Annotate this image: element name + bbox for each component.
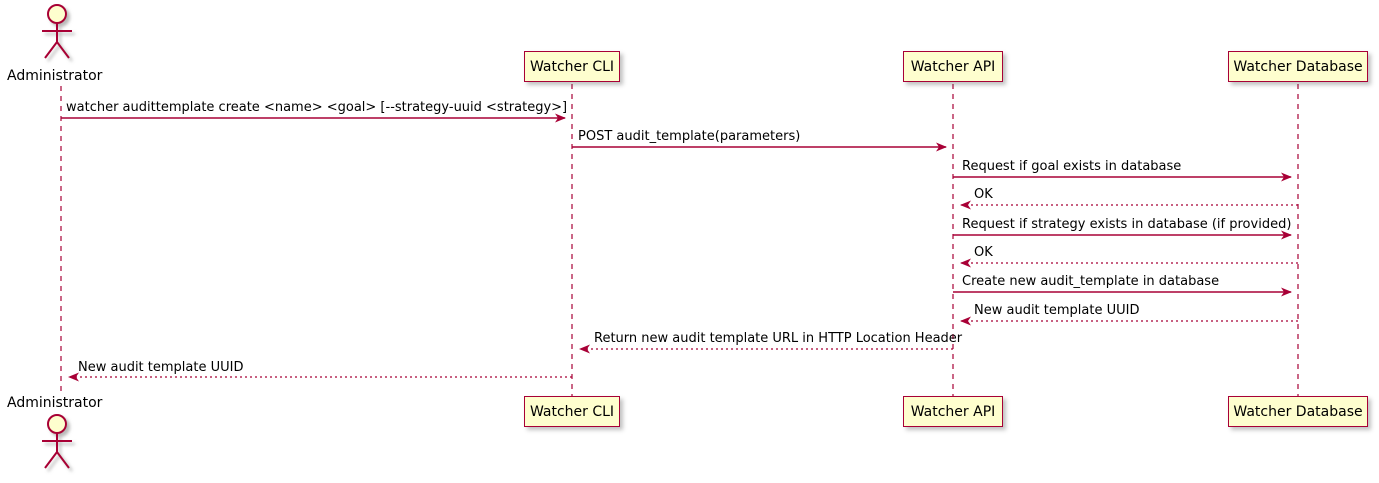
actor-administrator-bottom-icon: [42, 414, 72, 469]
message-label-2: POST audit_template(parameters): [578, 129, 801, 144]
message-label-3: Request if goal exists in database: [962, 159, 1182, 174]
message-label-10: New audit template UUID: [78, 360, 244, 375]
message-label-7: Create new audit_template in database: [962, 274, 1220, 289]
message-label-8: New audit template UUID: [974, 303, 1140, 318]
participant-box-watcher-cli-bottom[interactable]: Watcher CLI: [524, 396, 620, 427]
lifelines: [60, 84, 1299, 396]
message-label-9: Return new audit template URL in HTTP Lo…: [594, 331, 963, 346]
message-label-4: OK: [974, 187, 993, 202]
participant-box-watcher-database-top[interactable]: Watcher Database: [1228, 51, 1368, 82]
participant-box-watcher-api-bottom[interactable]: Watcher API: [903, 396, 1003, 427]
actor-administrator-top-icon: [42, 4, 72, 59]
message-arrows: [61, 113, 1298, 382]
participant-box-watcher-api-top[interactable]: Watcher API: [903, 51, 1003, 82]
message-label-6: OK: [974, 245, 993, 260]
message-label-5: Request if strategy exists in database (…: [962, 217, 1292, 232]
participant-box-watcher-cli-top[interactable]: Watcher CLI: [524, 51, 620, 82]
message-label-1: watcher audittemplate create <name> <goa…: [66, 100, 568, 115]
actor-label-administrator-bottom: Administrator: [7, 395, 103, 411]
actor-label-administrator-top: Administrator: [7, 68, 103, 84]
participant-box-watcher-database-bottom[interactable]: Watcher Database: [1228, 396, 1368, 427]
